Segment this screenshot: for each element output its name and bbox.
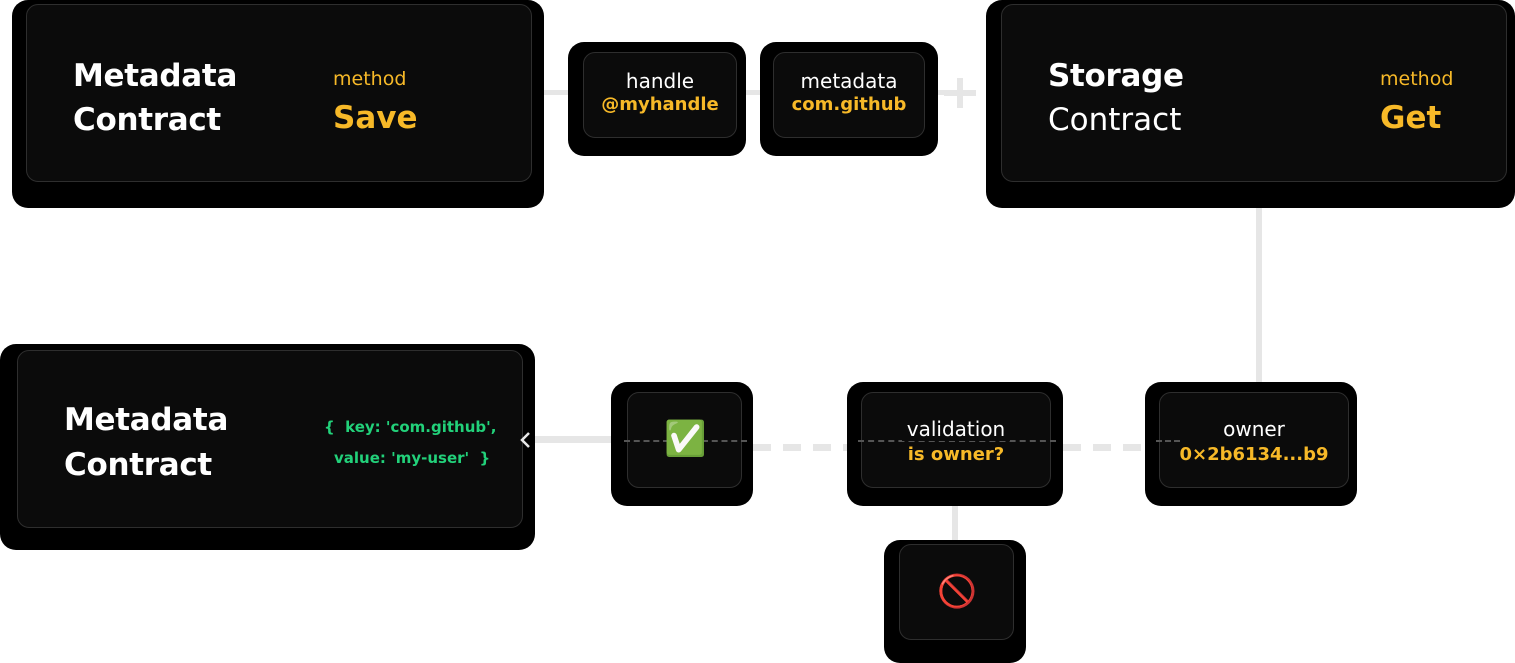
handle-label: handle <box>625 69 695 93</box>
validation-label: validation <box>902 417 1010 441</box>
card-title-line2: Contract <box>73 102 221 138</box>
code-line-1: { key: 'com.github', <box>324 418 497 436</box>
validation-value: is owner? <box>907 444 1005 465</box>
metadata-value: com.github <box>791 94 907 115</box>
metadata-save-card[interactable]: Metadata Contract method Save <box>26 4 532 182</box>
card-title-line1: Metadata <box>73 58 238 94</box>
method-value: Save <box>333 100 418 136</box>
owner-dash <box>1156 440 1180 442</box>
arrow-left-icon <box>519 430 533 450</box>
validation-pill[interactable]: validation is owner? <box>858 392 1056 488</box>
connector-handle-to-metadata <box>746 90 760 95</box>
handle-pill[interactable]: handle @myhandle <box>583 52 737 138</box>
check-node-dash <box>624 440 747 442</box>
metadata-result-card[interactable]: Metadata Contract { key: 'com.github', v… <box>17 350 523 528</box>
owner-value: 0×2b6134...b9 <box>1179 444 1329 465</box>
method-value: Get <box>1380 100 1442 136</box>
code-line-2: value: 'my-user' } <box>334 449 491 467</box>
metadata-label: metadata <box>800 69 898 93</box>
metadata-pill[interactable]: metadata com.github <box>773 52 925 138</box>
connector-validation-to-denied <box>952 506 958 544</box>
card-title-line2: Contract <box>1048 102 1182 138</box>
connector-metadata-to-plus <box>938 90 946 95</box>
owner-pill[interactable]: owner 0×2b6134...b9 <box>1156 392 1349 488</box>
method-label: method <box>333 68 407 90</box>
prohibited-icon: 🚫 <box>937 572 977 610</box>
check-mark-button-icon: ✅ <box>664 419 707 459</box>
denied-node[interactable]: 🚫 <box>899 544 1014 640</box>
validation-dash <box>858 440 1056 442</box>
connector-check-to-result <box>535 436 611 443</box>
connector-owner-to-validation <box>1063 436 1145 451</box>
card-title-line1: Storage <box>1048 58 1184 94</box>
connector-save-to-handle <box>544 90 568 95</box>
connector-validation-to-check <box>753 436 847 451</box>
owner-label: owner <box>1223 417 1285 441</box>
handle-value: @myhandle <box>601 94 719 115</box>
connector-storage-to-owner <box>1256 208 1262 392</box>
storage-card[interactable]: Storage Contract method Get <box>1001 4 1507 182</box>
card-title-line2: Contract <box>64 447 212 483</box>
method-label: method <box>1380 68 1454 90</box>
plus-icon <box>944 78 976 108</box>
card-title-line1: Metadata <box>64 402 229 438</box>
check-node[interactable]: ✅ <box>624 392 747 488</box>
